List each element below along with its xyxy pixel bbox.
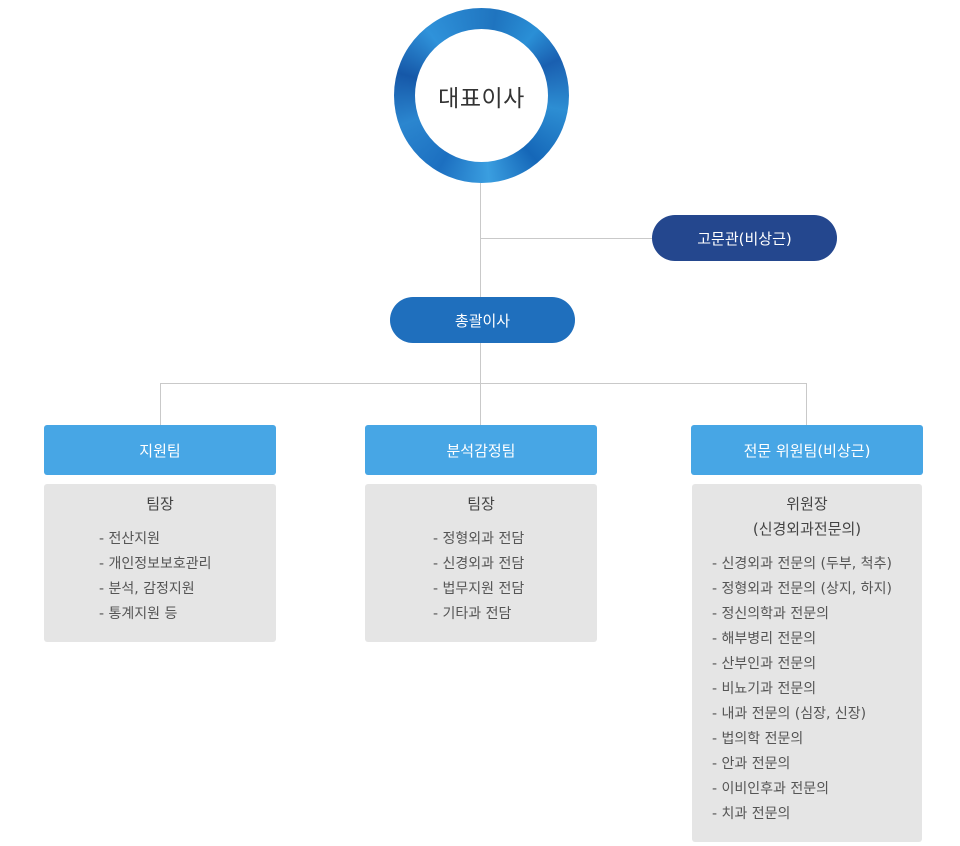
connector-director-down — [480, 343, 481, 425]
expert-team-name: 전문 위원팀(비상근) — [743, 441, 871, 460]
support-team-header: 지원팀 — [44, 425, 276, 475]
connector-ceo-to-director — [480, 183, 481, 297]
expert-team-header: 전문 위원팀(비상근) — [691, 425, 923, 475]
connector-horizontal-teams — [160, 383, 807, 384]
expert-team-leader: 위원장 — [786, 495, 828, 513]
expert-team-box: 위원장 (신경외과전문의) - 신경외과 전문의 (두부, 척추) - 정형외과… — [692, 484, 922, 842]
advisor-label: 고문관(비상근) — [697, 229, 792, 248]
advisor-node: 고문관(비상근) — [652, 215, 837, 261]
analysis-team-leader: 팀장 — [467, 495, 495, 513]
duty-item: - 해부병리 전문의 — [712, 631, 817, 647]
duty-item: - 정형외과 전담 — [433, 531, 525, 547]
duty-item: - 신경외과 전담 — [433, 556, 525, 572]
analysis-team-header: 분석감정팀 — [365, 425, 597, 475]
duty-item: - 통계지원 등 — [99, 606, 178, 622]
duty-item: - 기타과 전담 — [433, 606, 512, 622]
support-team-duties: - 전산지원 - 개인정보보호관리 - 분석, 감정지원 - 통계지원 등 — [44, 527, 276, 627]
duty-item: - 정신의학과 전문의 — [712, 606, 829, 622]
duty-item: - 비뇨기과 전문의 — [712, 681, 817, 697]
duty-item: - 정형외과 전문의 (상지, 하지) — [712, 581, 892, 597]
connector-to-advisor — [480, 238, 652, 239]
connector-to-support-team — [160, 383, 161, 425]
duty-item: - 법무지원 전담 — [433, 581, 525, 597]
duty-item: - 산부인과 전문의 — [712, 656, 817, 672]
connector-to-expert-team — [806, 383, 807, 425]
analysis-team-name: 분석감정팀 — [446, 441, 516, 460]
support-team-box: 팀장 - 전산지원 - 개인정보보호관리 - 분석, 감정지원 - 통계지원 등 — [44, 484, 276, 642]
duty-item: - 법의학 전문의 — [712, 731, 804, 747]
support-team-name: 지원팀 — [139, 441, 181, 460]
expert-team-leader-specialty: (신경외과전문의) — [752, 520, 862, 538]
duty-item: - 안과 전문의 — [712, 756, 791, 772]
analysis-team-duties: - 정형외과 전담 - 신경외과 전담 - 법무지원 전담 - 기타과 전담 — [365, 527, 597, 627]
director-label: 총괄이사 — [454, 311, 511, 330]
duty-item: - 내과 전문의 (심장, 신장) — [712, 706, 867, 722]
director-node: 총괄이사 — [390, 297, 575, 343]
duty-item: - 이비인후과 전문의 — [712, 781, 829, 797]
duty-item: - 전산지원 — [99, 531, 161, 547]
ceo-label: 대표이사 — [438, 85, 525, 112]
ceo-node: 대표이사 — [415, 29, 548, 162]
duty-item: - 치과 전문의 — [712, 806, 791, 822]
analysis-team-box: 팀장 - 정형외과 전담 - 신경외과 전담 - 법무지원 전담 - 기타과 전… — [365, 484, 597, 642]
duty-item: - 개인정보보호관리 — [99, 556, 212, 572]
duty-item: - 분석, 감정지원 — [99, 581, 195, 597]
expert-team-duties: - 신경외과 전문의 (두부, 척추) - 정형외과 전문의 (상지, 하지) … — [692, 552, 922, 827]
support-team-leader: 팀장 — [146, 495, 174, 513]
duty-item: - 신경외과 전문의 (두부, 척추) — [712, 556, 892, 572]
